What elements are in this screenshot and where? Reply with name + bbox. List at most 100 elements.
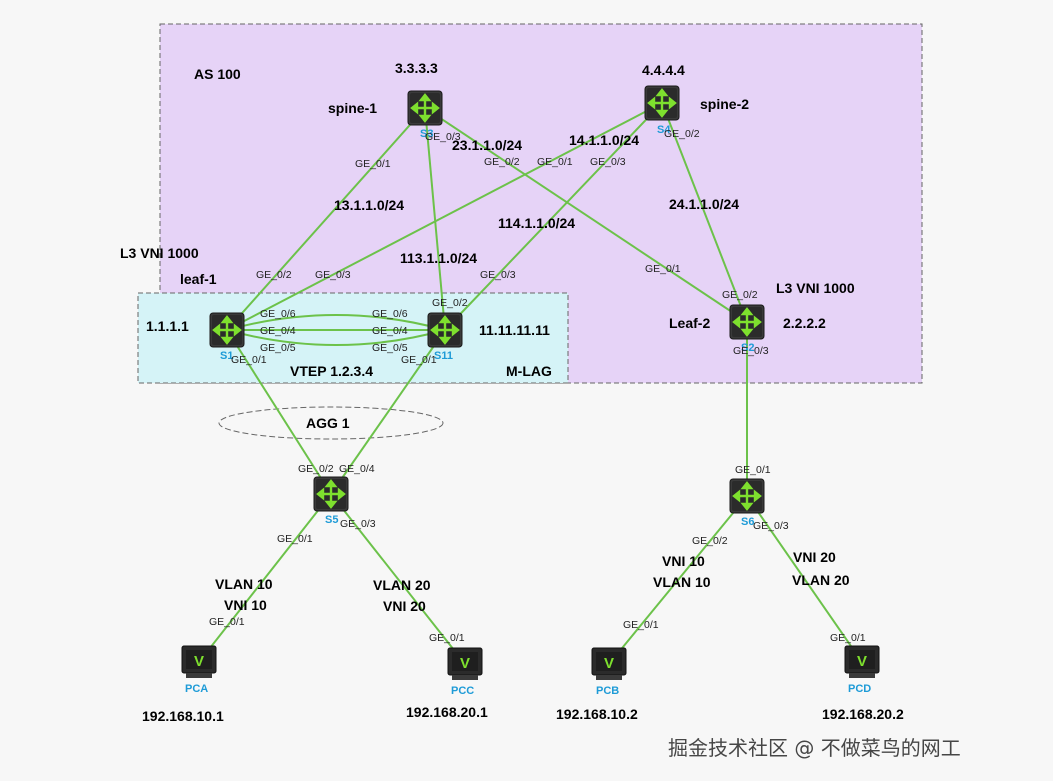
- port-label: GE_0/1: [830, 632, 866, 644]
- pcd-ip: 192.168.20.2: [822, 706, 904, 722]
- link-s5-pcc: [330, 493, 466, 665]
- pc-pcc[interactable]: [447, 647, 483, 681]
- switch-spine-1[interactable]: [406, 89, 444, 127]
- link-spine1-leaf2: [424, 107, 748, 323]
- subnet-13: 13.1.1.0/24: [334, 197, 405, 213]
- port-label: GE_0/2: [664, 128, 700, 140]
- port-label: GE_0/2: [432, 297, 468, 309]
- leaf2-caption: S2: [741, 342, 755, 354]
- pcb-vni: VNI 10: [662, 553, 705, 569]
- agg-label: AGG 1: [306, 415, 350, 431]
- s5-caption: S5: [325, 514, 339, 526]
- port-label: GE_0/5: [260, 342, 296, 354]
- leaf2-ip: 2.2.2.2: [783, 315, 826, 331]
- pcb-ip: 192.168.10.2: [556, 706, 638, 722]
- port-label: GE_0/3: [340, 518, 376, 530]
- pca-vni: VNI 10: [224, 597, 267, 613]
- spine1-name: spine-1: [328, 100, 378, 116]
- port-label: GE_0/3: [590, 156, 626, 168]
- port-label: GE_0/1: [537, 156, 573, 168]
- switch-s6[interactable]: [728, 477, 766, 515]
- pca-ip: 192.168.10.1: [142, 708, 224, 724]
- switch-s11[interactable]: [426, 311, 464, 349]
- as-label: AS 100: [194, 66, 241, 82]
- pca-caption: PCA: [185, 683, 209, 695]
- port-label: GE_0/1: [355, 158, 391, 170]
- port-label: GE_0/1: [277, 533, 313, 545]
- subnet-114: 114.1.1.0/24: [498, 215, 576, 231]
- port-label: GE_0/1: [401, 354, 437, 366]
- links: [198, 102, 863, 665]
- s11-caption: S11: [434, 350, 453, 362]
- port-label: GE_0/2: [256, 269, 292, 281]
- port-label: GE_0/4: [372, 325, 408, 337]
- port-label: GE_0/6: [372, 308, 408, 320]
- link-spine2-s11: [444, 102, 663, 331]
- pcb-caption: PCB: [596, 685, 620, 697]
- pcd-caption: PCD: [848, 683, 872, 695]
- link-s6-pcd: [746, 495, 863, 663]
- port-label: GE_0/1: [231, 354, 267, 366]
- subnet-23: 23.1.1.0/24: [452, 137, 523, 153]
- leaf1-name: leaf-1: [180, 271, 217, 287]
- leaf2-name: Leaf-2: [669, 315, 711, 331]
- port-label: GE_0/1: [429, 632, 465, 644]
- port-label: GE_0/3: [315, 269, 351, 281]
- link-s11-s5: [330, 329, 446, 495]
- switch-s5[interactable]: [312, 475, 350, 513]
- port-label: GE_0/3: [425, 131, 461, 143]
- pcd-vni: VNI 20: [793, 549, 836, 565]
- link-s5-pca: [198, 493, 332, 663]
- port-label: GE_0/2: [692, 535, 728, 547]
- switch-leaf-1[interactable]: [208, 311, 246, 349]
- vtep-label: VTEP 1.2.3.4: [290, 363, 374, 379]
- port-label: GE_0/6: [260, 308, 296, 320]
- pc-pca[interactable]: [181, 645, 217, 679]
- port-label: GE_0/5: [372, 342, 408, 354]
- port-label: GE_0/3: [753, 520, 789, 532]
- pcc-caption: PCC: [451, 685, 475, 697]
- port-label: GE_0/4: [339, 463, 375, 475]
- port-label: GE_0/2: [722, 289, 758, 301]
- port-label: GE_0/1: [735, 464, 771, 476]
- spine2-caption: S4: [657, 124, 671, 136]
- switch-spine-2[interactable]: [643, 84, 681, 122]
- port-label: GE_0/2: [484, 156, 520, 168]
- port-label: GE_0/1: [209, 616, 245, 628]
- switch-leaf-2[interactable]: [728, 303, 766, 341]
- pcb-vlan: VLAN 10: [653, 574, 711, 590]
- pc-pcb[interactable]: [591, 647, 627, 681]
- spine2-ip: 4.4.4.4: [642, 62, 685, 78]
- pcc-vlan: VLAN 20: [373, 577, 431, 593]
- s6-caption: S6: [741, 516, 755, 528]
- port-label: GE_0/1: [645, 263, 681, 275]
- link-peer-3: [226, 329, 446, 346]
- subnet-14: 14.1.1.0/24: [569, 132, 640, 148]
- pca-vlan: VLAN 10: [215, 576, 273, 592]
- port-label: GE_0/1: [623, 619, 659, 631]
- link-peer-1: [226, 314, 446, 331]
- subnet-113: 113.1.1.0/24: [400, 250, 478, 266]
- link-spine1-s11: [424, 107, 446, 331]
- pcc-ip: 192.168.20.1: [406, 704, 488, 720]
- leaf1-caption: S1: [220, 350, 234, 362]
- l3vni-left-label: L3 VNI 1000: [120, 245, 199, 261]
- pcc-vni: VNI 20: [383, 598, 426, 614]
- subnet-24: 24.1.1.0/24: [669, 196, 740, 212]
- port-label: GE_0/3: [733, 345, 769, 357]
- link-leaf1-s5: [226, 329, 332, 495]
- spine1-caption: S3: [420, 128, 434, 140]
- spine1-ip: 3.3.3.3: [395, 60, 438, 76]
- watermark: 掘金技术社区 @ 不做菜鸟的网工: [668, 736, 961, 760]
- link-s6-pcb: [608, 495, 748, 665]
- s11-ip: 11.11.11.11: [479, 322, 550, 338]
- port-label: GE_0/3: [480, 269, 516, 281]
- agg-ellipse: [218, 406, 444, 440]
- port-label: GE_0/4: [260, 325, 296, 337]
- link-spine2-leaf2: [661, 102, 748, 323]
- pc-pcd[interactable]: [844, 645, 880, 679]
- link-spine1-leaf1: [226, 107, 426, 331]
- port-label: GE_0/2: [298, 463, 334, 475]
- l3vni-right-label: L3 VNI 1000: [776, 280, 855, 296]
